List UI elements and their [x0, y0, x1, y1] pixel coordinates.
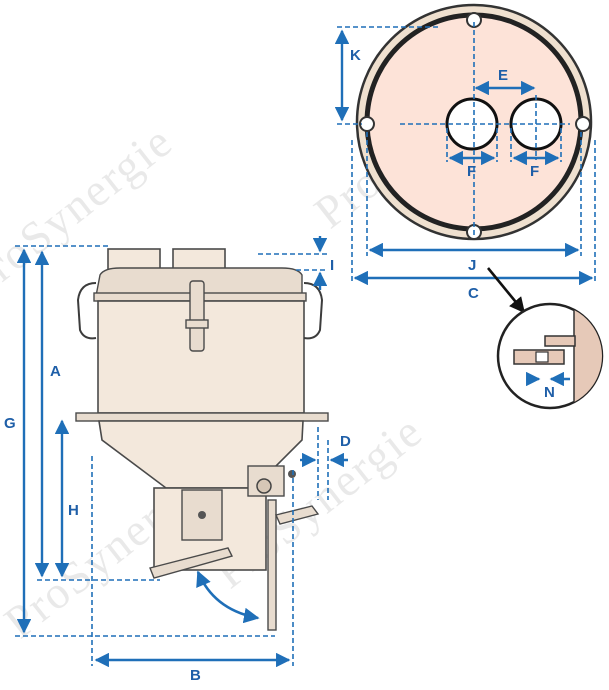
dimension-label-n: N [544, 384, 555, 401]
handle-arm [275, 505, 320, 525]
valve-spring [256, 478, 272, 494]
lid-latch-bar [185, 319, 209, 329]
detail-pointer-arrow-icon [486, 267, 526, 314]
dimension-label-f-left: F [467, 163, 476, 180]
dimension-label-g: G [4, 415, 16, 432]
dimension-label-k: K [350, 47, 361, 64]
dimension-label-b: B [190, 667, 201, 684]
dimension-label-d: D [340, 433, 351, 450]
rotation-arrow-icon [196, 570, 260, 624]
dimension-label-j: J [468, 257, 476, 274]
top-view: K E F F J C [334, 3, 596, 314]
hopper-flange [75, 412, 329, 422]
lid-latch [189, 280, 205, 352]
dimension-label-i: I [330, 257, 334, 274]
clamp-right [303, 282, 324, 340]
dimension-label-c: C [468, 285, 479, 302]
front-view: G A H B D I [4, 236, 351, 684]
detail-lip [544, 335, 576, 347]
clamp-left [76, 282, 97, 340]
valve-lever [267, 499, 277, 631]
valve-bolt [198, 511, 206, 519]
dimension-label-e: E [498, 67, 508, 84]
detail-view-n: N [496, 302, 604, 410]
detail-slot [535, 351, 549, 363]
bolt-hole-right [575, 116, 591, 132]
bolt-hole-left [359, 116, 375, 132]
dimension-label-f-right: F [530, 163, 539, 180]
actuator-bolt [288, 470, 296, 478]
dimension-label-a: A [50, 363, 61, 380]
dimension-label-h: H [68, 502, 79, 519]
valve-gate [149, 547, 234, 579]
detail-wall [573, 304, 602, 408]
